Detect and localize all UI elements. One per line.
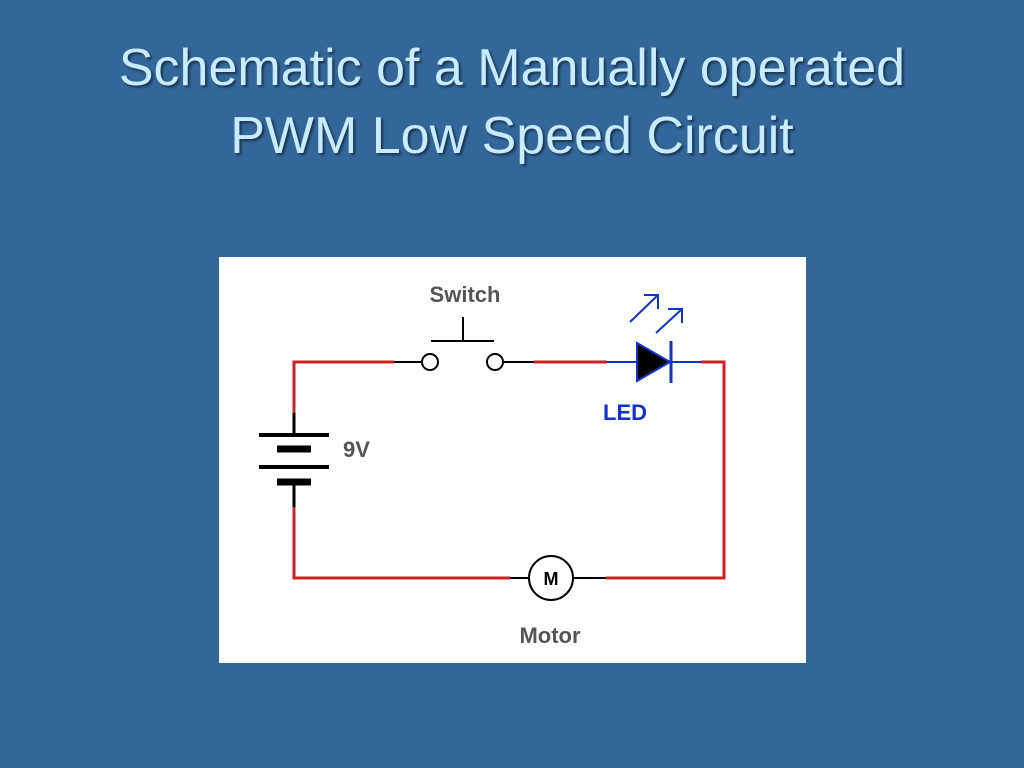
motor-symbol-label: M	[544, 569, 559, 589]
switch-label: Switch	[430, 282, 501, 307]
motor-icon	[510, 555, 606, 601]
led-label: LED	[603, 400, 647, 425]
wire-bottom-left	[292, 507, 510, 580]
slide-title-line-1: Schematic of a Manually operated	[118, 39, 906, 97]
led-icon	[607, 294, 701, 383]
battery-icon	[259, 413, 329, 507]
slide-title: Schematic of a Manually operated PWM Low…	[0, 34, 1024, 170]
wires	[292, 360, 726, 580]
push-switch-icon	[394, 317, 534, 371]
wire-top-left	[292, 360, 394, 413]
battery-label: 9V	[343, 437, 370, 462]
circuit-diagram: 9V Switch LED	[219, 257, 806, 663]
circuit-schematic: 9V Switch LED	[259, 282, 726, 648]
wire-right	[606, 360, 726, 580]
motor-label: Motor	[519, 623, 581, 648]
slide-title-line-2: PWM Low Speed Circuit	[230, 107, 794, 165]
